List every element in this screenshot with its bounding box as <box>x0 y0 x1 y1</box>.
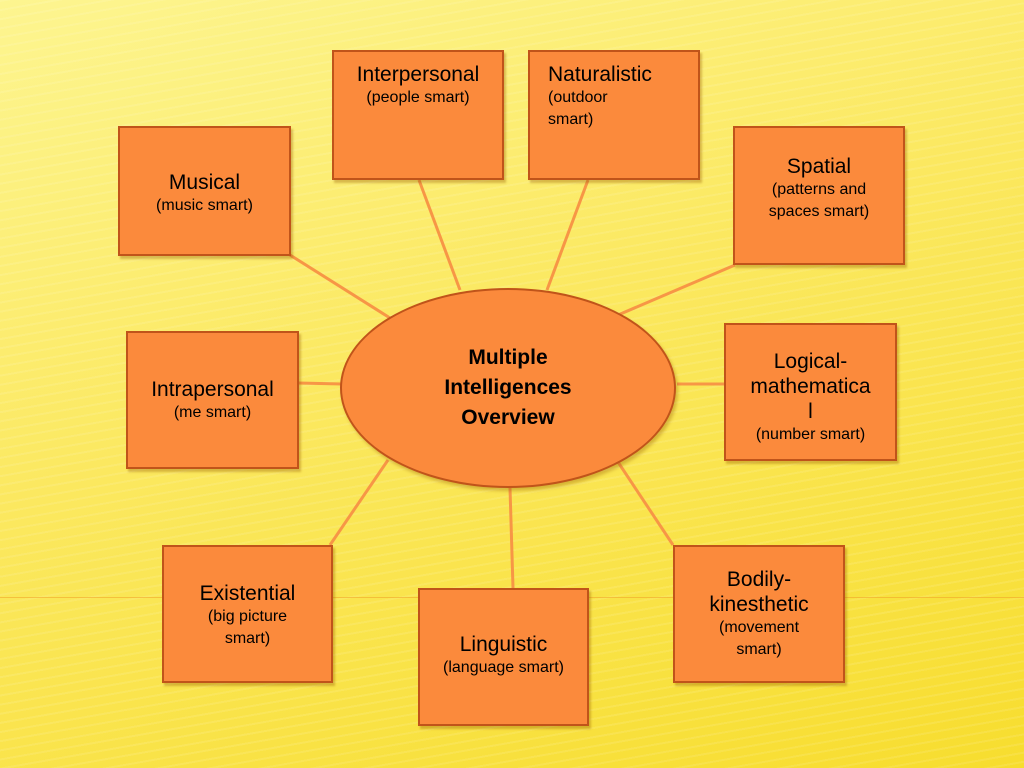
node-linguistic: Linguistic (language smart) <box>418 588 589 726</box>
center-line-2: Intelligences <box>444 376 572 399</box>
node-title: Intrapersonal <box>151 378 274 401</box>
node-subtitle-line-1: (outdoor <box>548 89 608 106</box>
node-title: Naturalistic <box>548 63 652 86</box>
connector-naturalistic <box>545 179 590 291</box>
node-title-line-2: mathematica <box>750 375 871 398</box>
node-subtitle-line-1: (movement <box>718 619 800 636</box>
connector-linguistic <box>508 487 515 589</box>
node-spatial: Spatial (patterns and spaces smart) <box>733 126 905 265</box>
node-bodily-kinesthetic: Bodily- kinesthetic (movement smart) <box>673 545 845 683</box>
node-logical-mathematical: Logical- mathematica l (number smart) <box>724 323 897 461</box>
node-title-line-2: kinesthetic <box>709 593 809 616</box>
node-title: Linguistic <box>459 633 548 656</box>
connector-existential <box>328 459 390 546</box>
connector-spatial <box>617 263 736 317</box>
node-subtitle-line-2: spaces smart) <box>768 203 870 220</box>
node-title-line-1: Bodily- <box>726 568 792 591</box>
node-subtitle-line-1: (big picture <box>207 608 288 625</box>
node-subtitle: (me smart) <box>173 404 252 421</box>
node-title-line-1: Logical- <box>773 350 848 373</box>
node-subtitle: (people smart) <box>366 89 470 106</box>
node-subtitle-line-1: (patterns and <box>771 181 867 198</box>
node-musical: Musical (music smart) <box>118 126 291 256</box>
node-title: Interpersonal <box>356 63 480 86</box>
node-subtitle: (number smart) <box>755 426 866 443</box>
center-line-3: Overview <box>461 406 555 429</box>
node-title: Existential <box>199 582 296 605</box>
center-line-1: Multiple <box>468 346 548 369</box>
center-topic: Multiple Intelligences Overview <box>340 288 676 488</box>
node-naturalistic: Naturalistic (outdoor smart) <box>528 50 700 180</box>
node-subtitle-line-2: smart) <box>548 111 594 128</box>
node-subtitle: (language smart) <box>443 659 564 676</box>
node-interpersonal: Interpersonal (people smart) <box>332 50 504 180</box>
connector-intrapersonal <box>297 381 343 386</box>
connector-musical <box>289 253 391 320</box>
connector-interpersonal <box>417 179 462 291</box>
node-subtitle: (music smart) <box>156 197 253 214</box>
node-intrapersonal: Intrapersonal (me smart) <box>126 331 299 469</box>
node-title-line-3: l <box>808 400 813 423</box>
node-existential: Existential (big picture smart) <box>162 545 333 683</box>
connector-bodily <box>616 461 675 546</box>
node-title: Musical <box>168 171 241 194</box>
node-title: Spatial <box>786 155 852 178</box>
node-subtitle-line-2: smart) <box>736 641 782 658</box>
node-subtitle-line-2: smart) <box>224 630 271 647</box>
